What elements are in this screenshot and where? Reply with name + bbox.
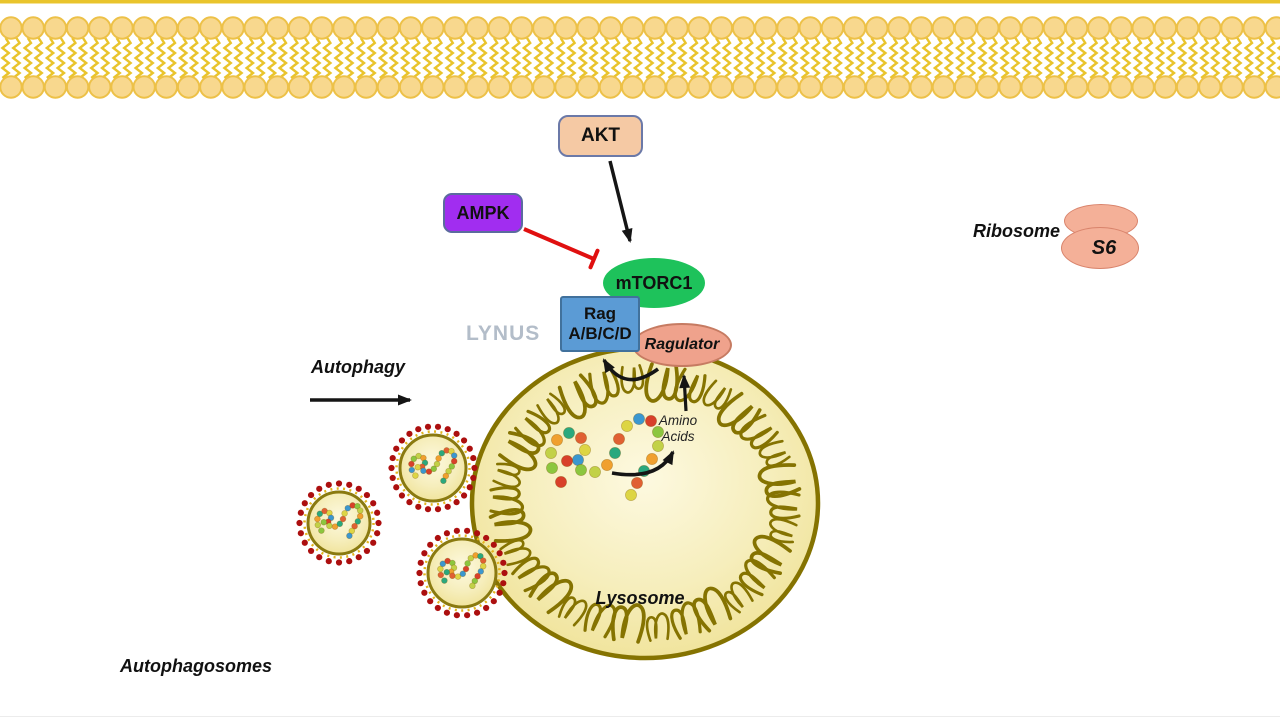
cargo-aminoacids-arrow bbox=[611, 450, 675, 477]
autophagosome-cargo-beads bbox=[314, 502, 364, 540]
ampk-inhibition-tbar bbox=[588, 248, 600, 270]
ribosome-large-subunit-s6: S6 bbox=[1061, 227, 1139, 269]
watermark: LYNUS bbox=[466, 322, 541, 345]
bottom-divider bbox=[0, 716, 1280, 717]
lysosome-label: Lysosome bbox=[595, 588, 685, 608]
ragulator-node: Ragulator bbox=[632, 323, 732, 367]
amino-acids-label: Amino Acids bbox=[630, 413, 726, 445]
lysosome-cargo-beads bbox=[545, 413, 664, 501]
rag-label-line2: A/B/C/D bbox=[568, 324, 632, 343]
amino-acids-line1: Amino bbox=[658, 413, 698, 428]
akt-node: AKT bbox=[558, 115, 643, 157]
autophagosome-cargo-beads bbox=[437, 552, 487, 590]
rag-gtpase-node: Rag A/B/C/D bbox=[560, 296, 640, 352]
ragulator-rag-arrow bbox=[602, 358, 660, 382]
autophagosomes-label: Autophagosomes bbox=[119, 656, 272, 676]
ampk-node: AMPK bbox=[443, 193, 523, 233]
ampk-inhibition-line bbox=[523, 227, 595, 261]
aminoacids-ragulator-arrow bbox=[679, 374, 691, 412]
lysosome bbox=[469, 345, 821, 661]
arrows bbox=[310, 160, 691, 477]
autophagy-label: Autophagy bbox=[311, 357, 405, 377]
autophagosome bbox=[388, 423, 478, 513]
autophagosome-cargo-beads bbox=[408, 447, 458, 485]
autophagosome bbox=[296, 480, 382, 566]
rag-label-line1: Rag bbox=[583, 303, 617, 323]
plasma-membrane bbox=[0, 0, 1280, 99]
akt-mtorc1-arrow bbox=[608, 160, 633, 243]
ribosome-label: Ribosome bbox=[972, 221, 1060, 241]
amino-acids-line2: Acids bbox=[661, 429, 695, 444]
autophagosome bbox=[416, 527, 508, 619]
